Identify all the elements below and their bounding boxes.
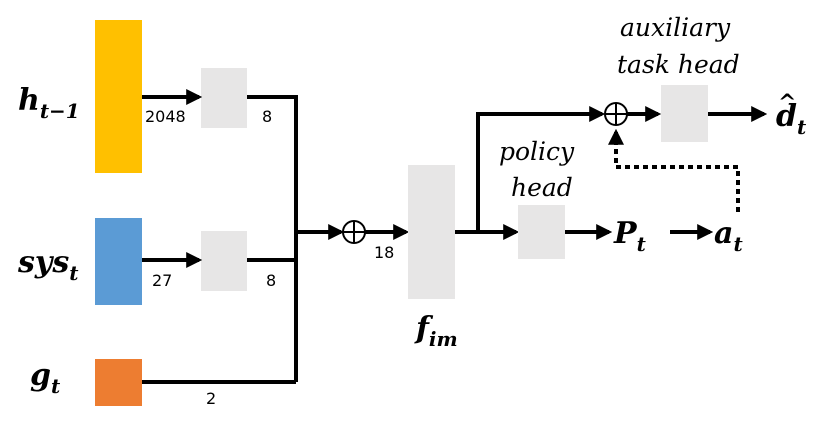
feature-to-aux-line — [476, 106, 606, 232]
dim-g: 2 — [206, 389, 216, 408]
aux-concat-operator-icon — [604, 102, 628, 126]
action-output-label: at — [714, 216, 743, 256]
concat-operator-icon — [342, 220, 366, 244]
policy-head-label-2: head — [511, 173, 573, 202]
h-encoder-block — [201, 68, 247, 128]
g-input-bar — [95, 359, 142, 406]
dim-sys-in: 27 — [152, 271, 172, 290]
dim-sys-out: 8 — [266, 271, 276, 290]
h-encoder-output-line — [247, 95, 298, 382]
sys-input-label: syst — [17, 245, 79, 285]
sys-encoder-block — [201, 231, 247, 291]
policy-output-label: Pt — [613, 216, 647, 256]
aux-head-block — [661, 85, 708, 142]
aux-output-label: dt — [776, 99, 807, 139]
dim-h-in: 2048 — [145, 107, 186, 126]
sys-input-bar — [95, 218, 142, 305]
action-feedback-dotted-line — [608, 128, 740, 212]
h-input-label: ht−1 — [18, 83, 80, 123]
aux-head-label-1: auxiliary — [620, 13, 731, 42]
feature-block — [408, 165, 455, 299]
feature-label: fim — [414, 311, 458, 351]
aux-output-hat: ^ — [778, 90, 796, 116]
dim-concat: 18 — [374, 243, 394, 262]
aux-head-label-2: task head — [617, 50, 740, 79]
h-input-bar — [95, 20, 142, 173]
policy-head-block — [518, 205, 565, 259]
dim-h-out: 8 — [262, 107, 272, 126]
policy-head-label-1: policy — [499, 137, 575, 166]
g-input-label: gt — [30, 358, 61, 398]
